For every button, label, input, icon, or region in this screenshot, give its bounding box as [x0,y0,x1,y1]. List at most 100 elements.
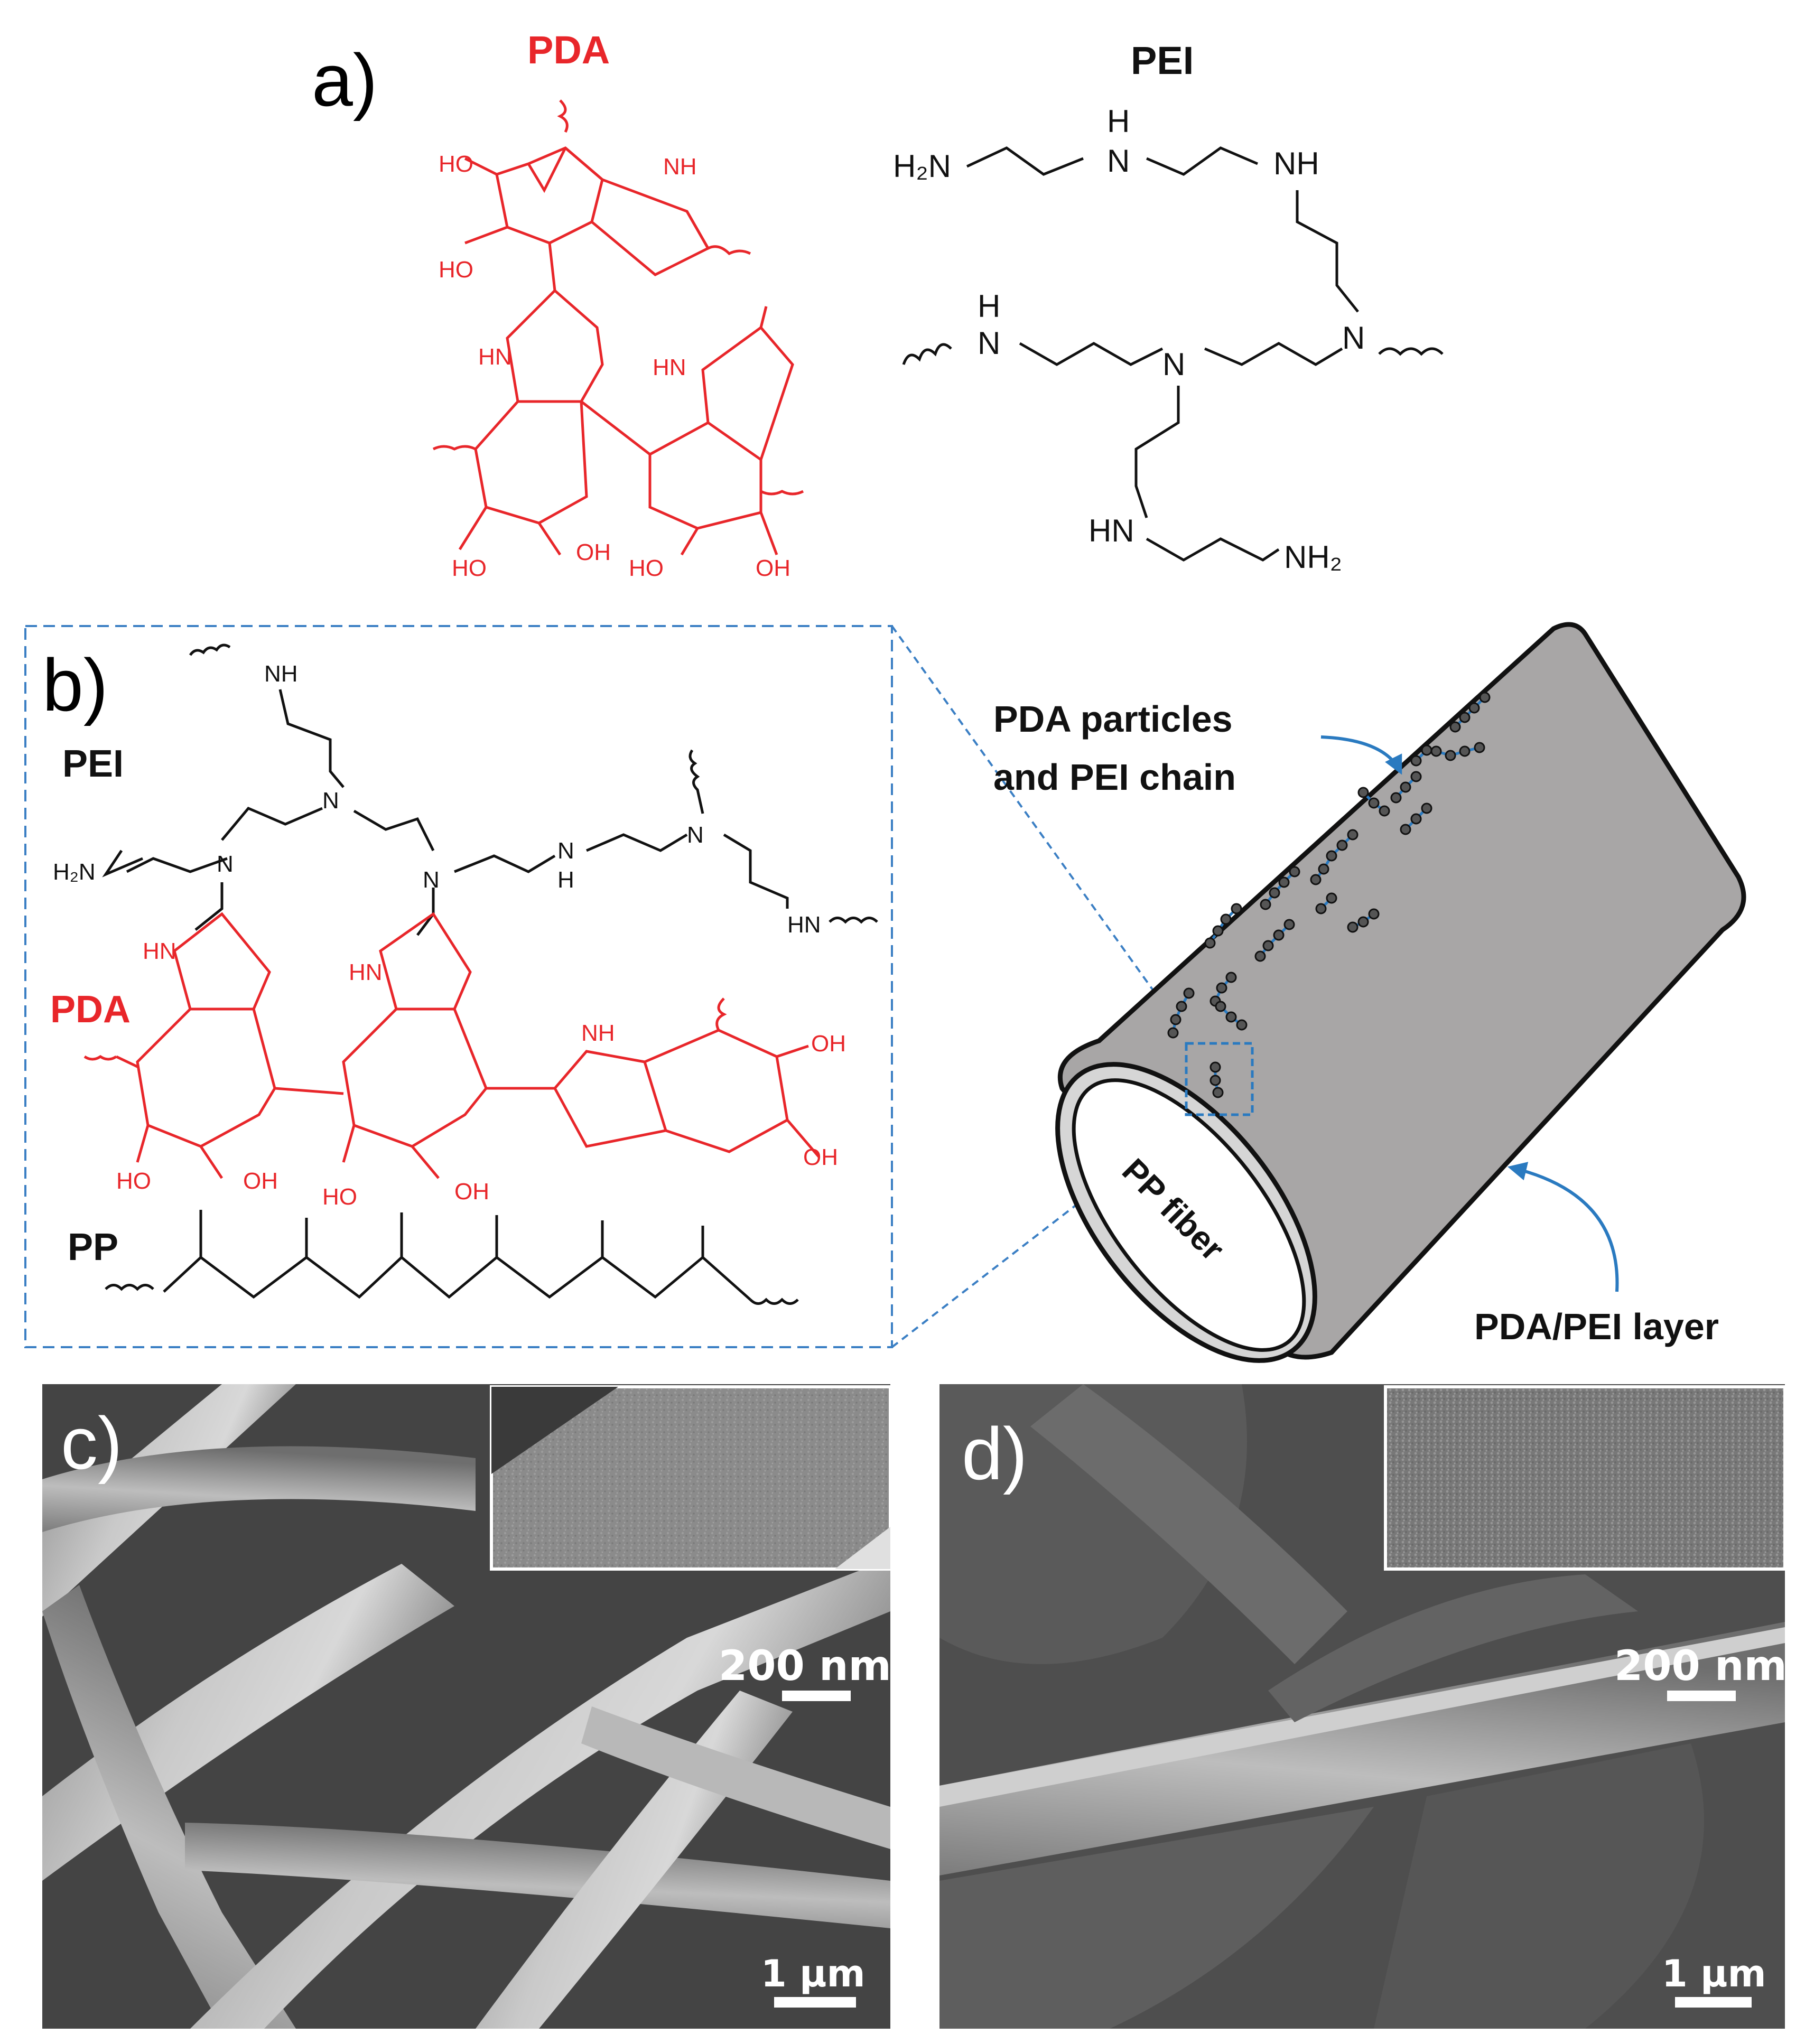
panel-b-dashed-box [24,625,893,1348]
pp-label-b: PP [68,1226,118,1268]
pda-particle [1379,805,1390,817]
pei-labels-a: H₂N H N NH H N N N HN NH₂ [893,104,1365,575]
panel-b: b) PEI PDA PP NH N H₂N N N N H [24,625,893,1348]
pda-particle [1215,1001,1226,1012]
pda-particle [1315,903,1327,914]
pei-b-n-3: N [423,867,440,893]
pda-particle [1209,1061,1221,1073]
pda-particle [1176,1001,1187,1012]
pda-particle [1368,797,1380,809]
pda-particle [1170,1014,1181,1025]
pei-label-b: PEI [62,743,124,785]
pda-particle [1220,913,1232,925]
pda-particle [1225,1011,1237,1023]
pda-labels-b: HN HN NH OH OH HO OH HO OH [116,938,846,1210]
pda-structure-a [432,99,804,556]
pda-particle [1421,802,1432,814]
pei-b-n-4: N [687,822,704,848]
pei-b-nh-2: N [557,838,574,864]
pei-h-2: H [978,288,1000,324]
pda-particle [1347,829,1359,841]
pda-particle [1260,899,1271,910]
pda-particle [1468,702,1480,714]
pei-n-1: N [1107,143,1130,179]
pda-particle [1273,929,1285,941]
panel-label-c: c) [61,1402,123,1485]
pda-particle [1209,1075,1221,1086]
panel-d-inset [1384,1385,1787,1571]
pp-fiber-end-inner [1072,1078,1306,1352]
pda-particle [1236,1019,1248,1031]
pei-chain [1436,746,1480,757]
pda-particle [1421,744,1432,756]
pda-b-ho-2: HO [322,1184,357,1210]
pda-particle [1459,745,1471,757]
pda-particle [1445,750,1456,761]
scale-bar-d [1675,1997,1752,2008]
pda-particle [1400,824,1411,835]
pda-particle [1449,721,1461,733]
pei-structure-b [74,643,878,936]
pei-b-h: H [557,867,574,893]
scale-inset-bar-c [782,1691,851,1701]
pda-particle [1410,755,1422,767]
pda-particle [1474,742,1485,753]
pda-particle [1183,987,1195,999]
pda-particle [1167,1027,1179,1039]
pp-backbone [105,1210,799,1305]
pei-structure-a [904,146,1444,562]
panel-c-sem: c) 1 μm 200 nm [42,1384,892,2029]
pda-ho-4: HO [629,555,664,581]
pei-hn: HN [1088,513,1134,548]
pda-particle [1479,692,1491,703]
pda-particle [1357,787,1369,798]
pei-b-h2n: H₂N [53,859,96,885]
pda-particle [1289,866,1300,878]
pda-particle [1212,925,1224,937]
pei-b-nh-1: NH [264,661,298,687]
pda-particle [1336,839,1348,851]
panel-label-a: a) [312,39,377,122]
scale-main-d: 1 μm [1662,1952,1766,1995]
pei-chain [1208,908,1238,944]
pda-b-oh-3: OH [243,1168,278,1194]
pei-chain [1264,871,1296,906]
pda-particle [1400,781,1411,793]
pda-nh-1: NH [663,154,697,180]
pda-particle-chains [1167,692,1491,1098]
scale-inset-c: 1 μm [761,1952,866,1995]
zoom-line-top [891,625,1194,1047]
annotation-bottom-arrow [1507,1162,1619,1292]
pei-h2n: H₂N [893,148,951,184]
pei-chain [1259,923,1290,957]
pda-b-ho-1: HO [116,1168,151,1194]
pda-particle [1231,903,1242,914]
pda-title-a: PDA [527,28,610,72]
pda-oh-2: OH [756,555,790,581]
pda-b-oh-1: OH [811,1031,846,1057]
pda-particle [1212,1087,1224,1098]
pei-h-1: H [1107,104,1130,139]
pei-title-a: PEI [1131,39,1194,82]
pda-structure-b [83,912,820,1179]
pda-particle [1204,937,1216,949]
pei-n-4: N [1342,320,1365,356]
pda-particle [1368,908,1380,920]
pda-b-oh-4: OH [454,1179,489,1205]
pda-b-nh: NH [581,1020,615,1046]
scale-inset-label-d: 200 nm [1614,1642,1787,1690]
panel-d-sem: d) 1 μm 200 nm [939,1384,1787,2029]
pda-particle [1459,712,1471,723]
pda-particle [1410,771,1422,782]
pda-particle [1225,972,1237,983]
pei-b-hn: HN [787,912,821,938]
annotation-bottom: PDA/PEI layer [1474,1306,1719,1347]
pda-particle [1283,919,1295,930]
pda-labels-a: HO HO NH HN HN HO OH HO OH [439,151,790,581]
zoom-box [1185,1042,1254,1116]
pda-particle [1310,874,1322,885]
annotation-top-2: and PEI chain [993,757,1236,798]
pda-oh-1: OH [576,539,611,565]
pda-b-hn-1: HN [143,938,176,964]
